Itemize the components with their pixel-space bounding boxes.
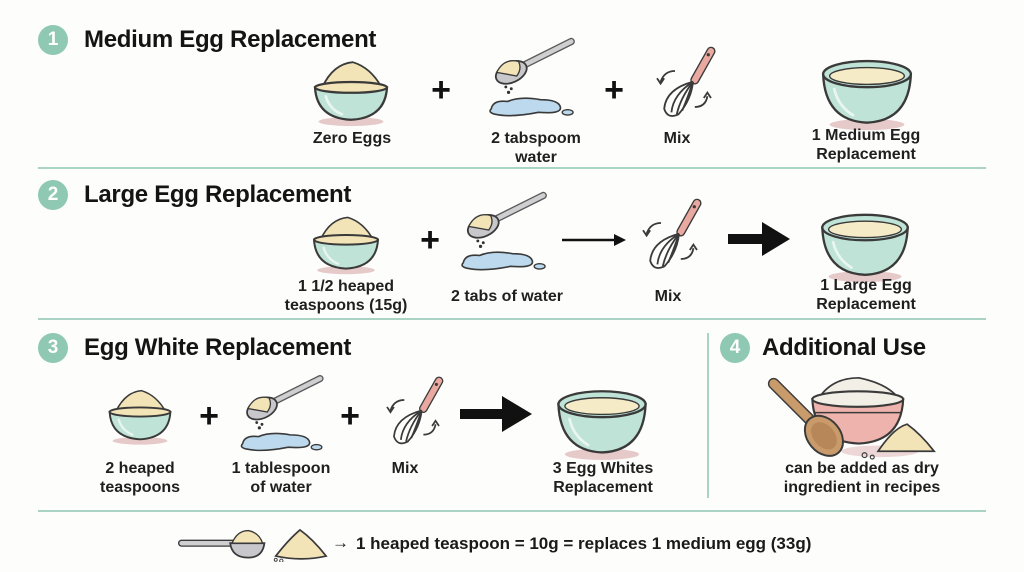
step-label: Zero Eggs: [312, 130, 392, 147]
section-divider: [38, 167, 986, 169]
step-label-line: teaspoons (15g): [284, 297, 408, 314]
spoon-water-icon: [456, 184, 556, 276]
step-label-line: ingredient in recipes: [783, 479, 941, 496]
step-label-line: 1 Large Egg: [820, 277, 912, 294]
step-label: 1 tablespoon of water: [232, 459, 331, 497]
step-label-line: 2 tabspoom: [491, 130, 581, 147]
step-label-line: Replacement: [816, 146, 916, 163]
bold-arrow-icon: [728, 222, 790, 256]
powder-pile-icon: [272, 524, 328, 562]
bold-arrow-icon: [460, 396, 532, 432]
step-label-line: 1 tablespoon: [231, 460, 331, 477]
baking-bowl-spoon-icon: [764, 370, 938, 462]
powder-bowl-icon: [306, 55, 396, 127]
step-label-line: 1 Medium Egg: [811, 127, 921, 144]
plus-operator: +: [420, 221, 440, 259]
column-divider: [707, 333, 709, 498]
mixture-bowl-icon: [815, 202, 915, 284]
mixture-bowl-icon: [815, 48, 919, 132]
teaspoon-powder-icon: [178, 527, 268, 563]
step-label-line: 2 heaped: [105, 460, 175, 477]
section-3-number-badge: 3: [38, 333, 68, 363]
section-1-title: Medium Egg Replacement: [84, 26, 377, 53]
section-1-number-badge: 1: [38, 25, 68, 55]
footer-conversion-text: 1 heaped teaspoon = 10g = replaces 1 med…: [356, 534, 812, 553]
plus-operator: +: [431, 71, 451, 109]
section-4-title: Additional Use: [762, 334, 926, 361]
step-label: Mix: [654, 288, 682, 305]
step-label: can be added as dry ingredient in recipe…: [784, 459, 940, 497]
step-label: Mix: [391, 460, 419, 477]
section-divider: [38, 318, 986, 320]
step-label: 3 Egg Whites Replacement: [553, 459, 653, 497]
step-label-line: Replacement: [816, 296, 916, 313]
step-label-line: Replacement: [553, 479, 653, 496]
plus-operator: +: [604, 71, 624, 109]
step-label: 2 tabs of water: [450, 288, 564, 305]
footer-arrow: →: [332, 533, 349, 552]
step-label: 2 heaped teaspoons: [100, 459, 180, 497]
step-label: 1 1/2 heaped teaspoons (15g): [285, 277, 408, 315]
whisk-icon: [378, 374, 448, 452]
powder-bowl-icon: [306, 211, 386, 275]
whisk-icon: [634, 196, 706, 277]
step-label: 2 tabspoom water: [491, 129, 581, 167]
step-label-line: teaspoons: [99, 479, 181, 496]
plus-operator: +: [340, 397, 360, 435]
mixture-bowl-icon: [551, 378, 653, 462]
plus-operator: +: [199, 397, 219, 435]
section-4-number-badge: 4: [720, 333, 750, 363]
step-label-line: can be added as dry: [785, 460, 939, 477]
step-label: 1 Large Egg Replacement: [816, 276, 916, 314]
spoon-water-icon: [234, 368, 334, 456]
section-2-number-badge: 2: [38, 180, 68, 210]
step-label-line: of water: [250, 479, 312, 496]
step-label: 1 Medium Egg Replacement: [812, 126, 920, 164]
step-label: Mix: [663, 130, 691, 147]
section-3-title: Egg White Replacement: [84, 334, 352, 361]
spoon-water-icon: [484, 30, 584, 122]
thin-arrow-icon: [562, 234, 626, 246]
step-label-line: water: [515, 149, 557, 166]
step-label-line: 3 Egg Whites: [552, 460, 654, 477]
powder-bowl-icon: [102, 384, 178, 446]
section-divider: [38, 510, 986, 512]
section-2-title: Large Egg Replacement: [84, 181, 352, 208]
whisk-icon: [648, 44, 720, 125]
step-label-line: 1 1/2 heaped: [297, 278, 395, 295]
